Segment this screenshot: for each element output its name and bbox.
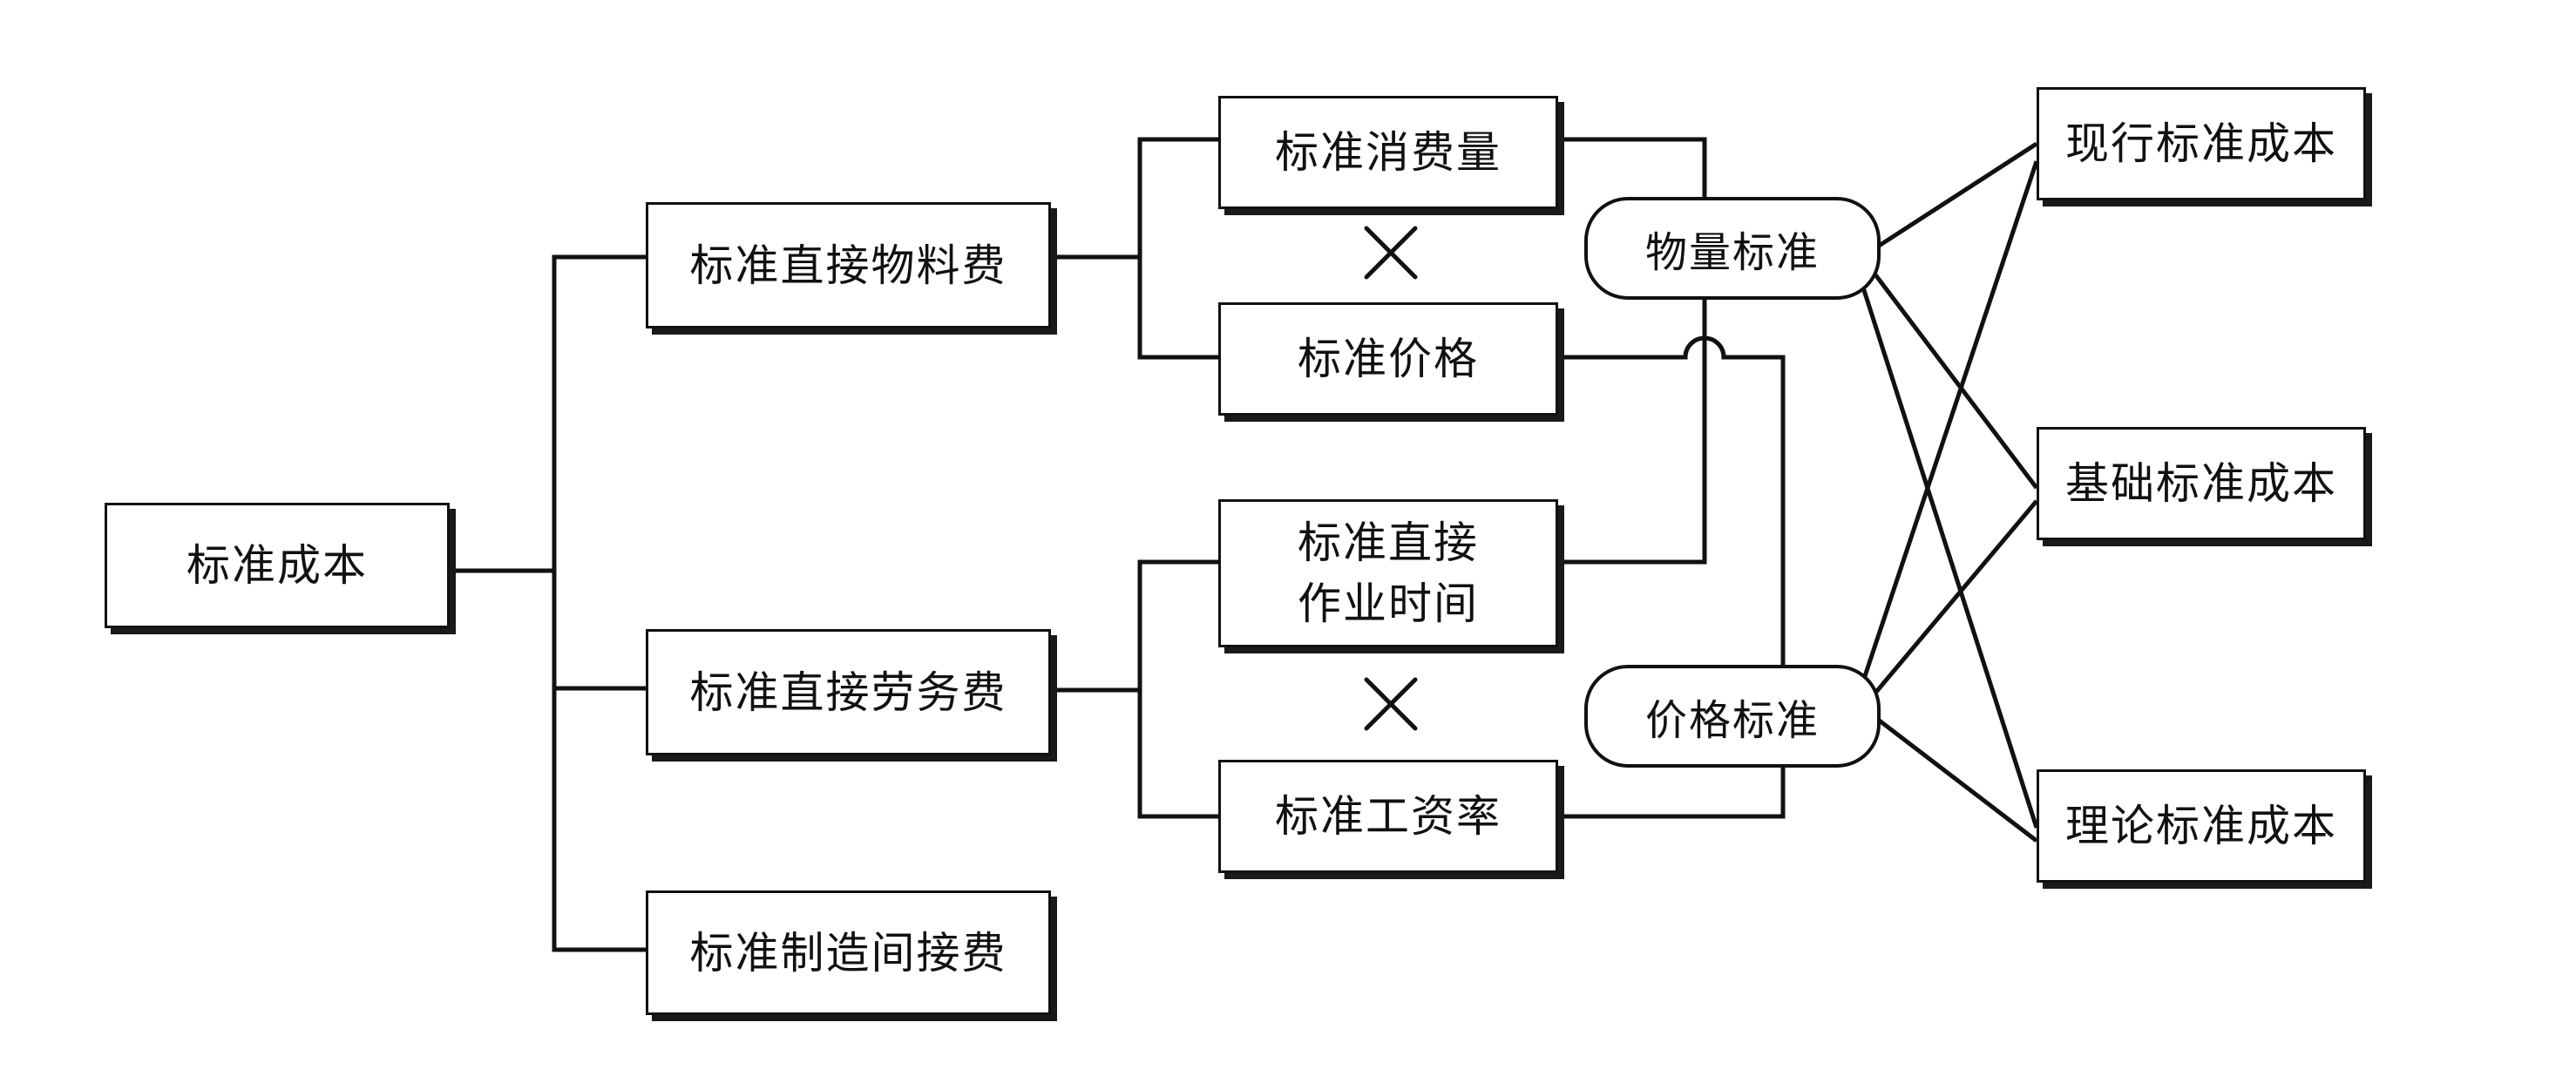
node-current-standard-cost-label: 现行标准成本 [2065, 118, 2337, 169]
node-standard-consumption-label: 标准消费量 [1275, 127, 1502, 178]
level1-bracket [552, 254, 646, 952]
node-quantity-standard: 物量标准 [1584, 197, 1881, 300]
node-standard-price-label: 标准价格 [1298, 334, 1479, 384]
consumption-to-quantity [1558, 137, 1707, 199]
node-standard-wage-rate-label: 标准工资率 [1275, 791, 1502, 842]
price-to-basic [1870, 499, 2038, 699]
node-labor-cost-label: 标准直接劳务费 [689, 667, 1007, 718]
node-standard-hours-line1: 标准直接 [1298, 518, 1479, 568]
material-bracket [1051, 137, 1218, 360]
multiply-sign-material [1364, 226, 1418, 280]
wage-to-price-standard [1558, 767, 1786, 819]
labor-bracket [1051, 559, 1218, 819]
node-standard-cost: 标准成本 [105, 503, 450, 628]
node-standard-price: 标准价格 [1218, 302, 1558, 416]
node-basic-standard-cost: 基础标准成本 [2037, 427, 2366, 540]
multiply-sign-labor [1364, 677, 1418, 731]
price-to-price-standard [1558, 335, 1786, 675]
price-to-theoretical [1872, 714, 2038, 843]
node-material-cost-label: 标准直接物料费 [689, 240, 1007, 291]
node-standard-hours-line2: 作业时间 [1298, 579, 1479, 629]
node-standard-consumption: 标准消费量 [1218, 96, 1558, 209]
node-basic-standard-cost-label: 基础标准成本 [2065, 458, 2337, 509]
node-overhead-cost-label: 标准制造间接费 [689, 927, 1007, 978]
node-theoretical-standard-cost-label: 理论标准成本 [2065, 801, 2337, 851]
quantity-to-current [1872, 141, 2038, 252]
node-labor-cost: 标准直接劳务费 [646, 629, 1051, 755]
node-current-standard-cost: 现行标准成本 [2037, 87, 2366, 200]
node-overhead-cost: 标准制造间接费 [646, 890, 1051, 1015]
quantity-to-theoretical [1861, 287, 2039, 829]
node-price-standard-label: 价格标准 [1644, 696, 1820, 745]
node-standard-cost-label: 标准成本 [186, 540, 368, 591]
price-to-current [1861, 160, 2039, 682]
node-standard-hours: 标准直接 作业时间 [1218, 499, 1558, 647]
node-price-standard: 价格标准 [1584, 665, 1881, 768]
node-standard-wage-rate: 标准工资率 [1218, 760, 1558, 873]
quantity-to-basic [1870, 268, 2038, 490]
node-theoretical-standard-cost: 理论标准成本 [2037, 769, 2366, 883]
node-quantity-standard-label: 物量标准 [1644, 228, 1820, 277]
hours-to-quantity [1558, 296, 1707, 565]
node-material-cost: 标准直接物料费 [646, 202, 1051, 328]
